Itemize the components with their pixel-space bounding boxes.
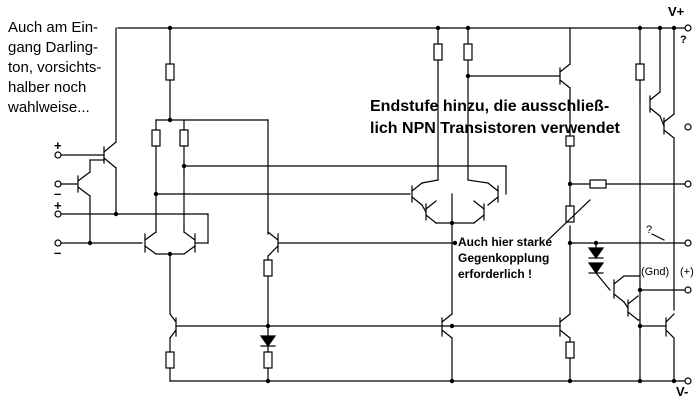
feedback-annotation: Auch hier starke Gegenkopplung erforderl…	[458, 235, 553, 281]
terminal-in-plus-lower	[54, 210, 62, 218]
vminus-label: V-	[676, 384, 689, 399]
terminal-out-2	[684, 239, 692, 247]
terminal-out-3	[684, 286, 692, 294]
gnd-label: (Gnd)	[641, 266, 670, 278]
input-minus-upper-label: –	[54, 186, 62, 201]
terminal-out-1	[684, 180, 692, 188]
terminal-vminus	[684, 377, 692, 385]
vplus-label: V+	[668, 4, 685, 19]
input-minus-lower-label: –	[54, 245, 62, 260]
terminal-in-plus-upper	[54, 151, 62, 159]
plus-circle-label: (+)	[680, 266, 694, 278]
input-plus-lower-label: +	[54, 198, 62, 213]
terminal-in-minus-lower	[54, 239, 62, 247]
left-annotation: Auch am Ein- gang Darling- ton, vorsicht…	[8, 19, 102, 116]
question-mark-mid: ?	[646, 224, 653, 236]
input-plus-upper-label: +	[54, 138, 62, 153]
terminal-out-4	[684, 123, 692, 131]
main-annotation: Endstufe hinzu, die ausschließ- lich NPN…	[370, 98, 620, 137]
terminal-vplus	[684, 24, 692, 32]
terminal-in-minus-upper	[54, 180, 62, 188]
question-mark-top: ?	[680, 34, 687, 46]
